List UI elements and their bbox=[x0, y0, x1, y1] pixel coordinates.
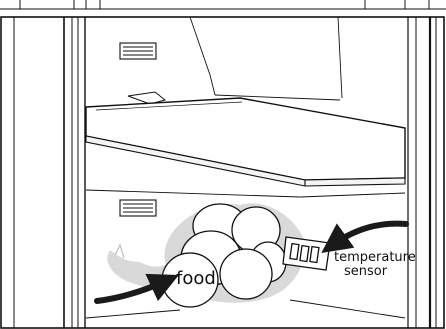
food-ball bbox=[220, 249, 272, 299]
glass-shelf bbox=[86, 98, 405, 186]
temperature-sensor-icon bbox=[283, 237, 330, 270]
top-strip bbox=[0, 0, 446, 9]
food-label: food bbox=[176, 268, 216, 289]
lower-compartment-edge bbox=[86, 190, 405, 197]
temperature-sensor-label-line2: sensor bbox=[344, 264, 388, 279]
back-wall bbox=[190, 17, 342, 100]
upper-vent bbox=[120, 43, 156, 59]
floor-edge bbox=[86, 300, 405, 318]
arrow-icon bbox=[331, 224, 406, 246]
lower-vent bbox=[120, 200, 156, 216]
temperature-sensor-label-line1: temperature bbox=[334, 250, 416, 265]
